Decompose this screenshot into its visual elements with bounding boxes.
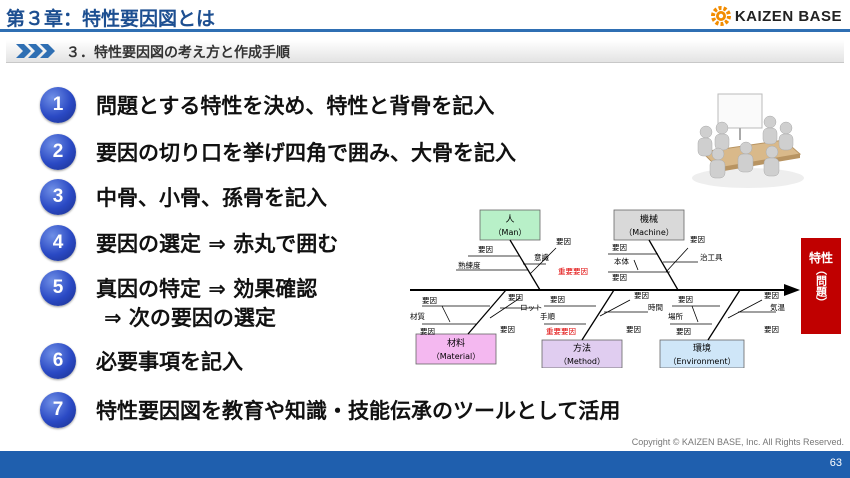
- step-6: 6 必要事項を記入: [40, 343, 243, 379]
- label-factor: 要因: [422, 296, 437, 305]
- label-factor: 要因: [678, 295, 693, 304]
- step-text: 要因の選定 ⇒ 赤丸で囲む: [96, 232, 339, 256]
- bone-material: [467, 289, 507, 335]
- page-number: 63: [829, 457, 842, 469]
- category-method-en: （Method）: [559, 357, 605, 366]
- label-place: 場所: [668, 311, 683, 321]
- step-5-continuation: ⇒ 次の要因の選定: [104, 306, 276, 330]
- label-factor: 要因: [478, 245, 493, 254]
- label-lot: ロット: [520, 303, 543, 312]
- label-factor: 要因: [612, 273, 627, 282]
- category-box-material: [415, 333, 497, 365]
- category-man-name: 人: [505, 214, 514, 225]
- category-box-method: [541, 339, 623, 368]
- label-factor: 要因: [612, 243, 627, 252]
- label-jig: 治工具: [700, 252, 723, 262]
- label-temperature: 気温: [770, 302, 785, 312]
- label-factor: 要因: [764, 291, 779, 300]
- step-2: 2 要因の切り口を挙げ四角で囲み、大骨を記入: [40, 134, 516, 170]
- step-text: 要因の切り口を挙げ四角で囲み、大骨を記入: [96, 141, 516, 165]
- label-procedure: 手順: [540, 311, 555, 321]
- copyright-text: Copyright © KAIZEN BASE, Inc. All Rights…: [631, 437, 844, 447]
- step-text: 必要事項を記入: [96, 350, 243, 374]
- label-important-factor: 重要要因: [558, 267, 588, 276]
- bone-environment: [707, 289, 741, 341]
- step-1: 1 問題とする特性を決め、特性と背骨を記入: [40, 87, 494, 123]
- step-4: 4 要因の選定 ⇒ 赤丸で囲む: [40, 225, 338, 261]
- step-number: 4: [40, 225, 76, 261]
- company-logo: KAIZEN BASE: [710, 5, 842, 27]
- category-man-en: （Man）: [494, 228, 527, 237]
- characteristic-label: 特性: [809, 250, 833, 265]
- label-material-quality: 材質: [410, 311, 425, 321]
- step-7: 7 特性要因図を教育や知識・技能伝承のツールとして活用: [40, 392, 620, 428]
- spine-arrowhead: [784, 284, 800, 296]
- step-text: 特性要因図を教育や知識・技能伝承のツールとして活用: [96, 399, 621, 423]
- step-number: 7: [40, 392, 76, 428]
- characteristic-sublabel: （問題）: [815, 264, 829, 308]
- category-box-environment: [659, 339, 745, 368]
- label-factor: 要因: [550, 295, 565, 304]
- chapter-title: 第３章：特性要因図とは: [6, 8, 216, 30]
- label-body: 本体: [614, 256, 629, 266]
- category-machine-en: （Machine）: [624, 228, 674, 237]
- section-title: ３．特性要因図の考え方と作成手順: [66, 45, 290, 61]
- label-important-factor: 重要要因: [546, 327, 576, 336]
- step-number: 6: [40, 343, 76, 379]
- bone-machine: [648, 239, 679, 291]
- characteristic-box: [801, 238, 841, 334]
- step-number: 3: [40, 179, 76, 215]
- logo-text: KAIZEN BASE: [734, 7, 842, 25]
- meeting-illustration: [692, 93, 804, 188]
- category-box-machine: [613, 209, 685, 241]
- category-environment-en: （Environment）: [668, 357, 735, 366]
- footer-bar: 63: [0, 451, 850, 478]
- label-skill: 熟練度: [458, 260, 481, 270]
- section-bar: ３．特性要因図の考え方と作成手順: [6, 40, 844, 63]
- label-factor: 要因: [500, 325, 515, 334]
- step-5: 5 真因の特定 ⇒ 効果確認: [40, 270, 317, 306]
- step-text: 問題とする特性を決め、特性と背骨を記入: [96, 94, 495, 118]
- category-material-en: （Material）: [432, 352, 481, 361]
- label-factor: 要因: [690, 235, 705, 244]
- category-material-name: 材料: [447, 337, 465, 349]
- step-3: 3 中骨、小骨、孫骨を記入: [40, 179, 327, 215]
- step-number: 5: [40, 270, 76, 306]
- bone-man: [509, 239, 541, 291]
- label-factor: 要因: [420, 327, 435, 336]
- chevron-arrows-icon: [16, 44, 55, 58]
- category-environment-name: 環境: [693, 342, 711, 354]
- label-factor: 要因: [676, 327, 691, 336]
- label-factor: 要因: [634, 291, 649, 300]
- gear-logo-icon: [710, 6, 731, 26]
- step-number: 2: [40, 134, 76, 170]
- step-number: 1: [40, 87, 76, 123]
- label-awareness: 意識: [534, 252, 549, 262]
- bone-method: [581, 289, 615, 341]
- label-factor: 要因: [626, 325, 641, 334]
- label-factor: 要因: [508, 293, 523, 302]
- fishbone-diagram: 特性 （問題） 人 （Man） 要因 熟練度 要因 意識 重要要因 機械 （Ma…: [410, 209, 841, 368]
- category-method-name: 方法: [573, 342, 591, 354]
- header-divider: [0, 29, 850, 32]
- label-time: 時間: [648, 303, 663, 312]
- category-machine-name: 機械: [640, 213, 658, 225]
- step-text: 真因の特定 ⇒ 効果確認: [96, 277, 318, 301]
- label-factor: 要因: [556, 237, 571, 246]
- category-box-man: [479, 209, 541, 241]
- step-text: 中骨、小骨、孫骨を記入: [96, 186, 327, 210]
- label-factor: 要因: [764, 325, 779, 334]
